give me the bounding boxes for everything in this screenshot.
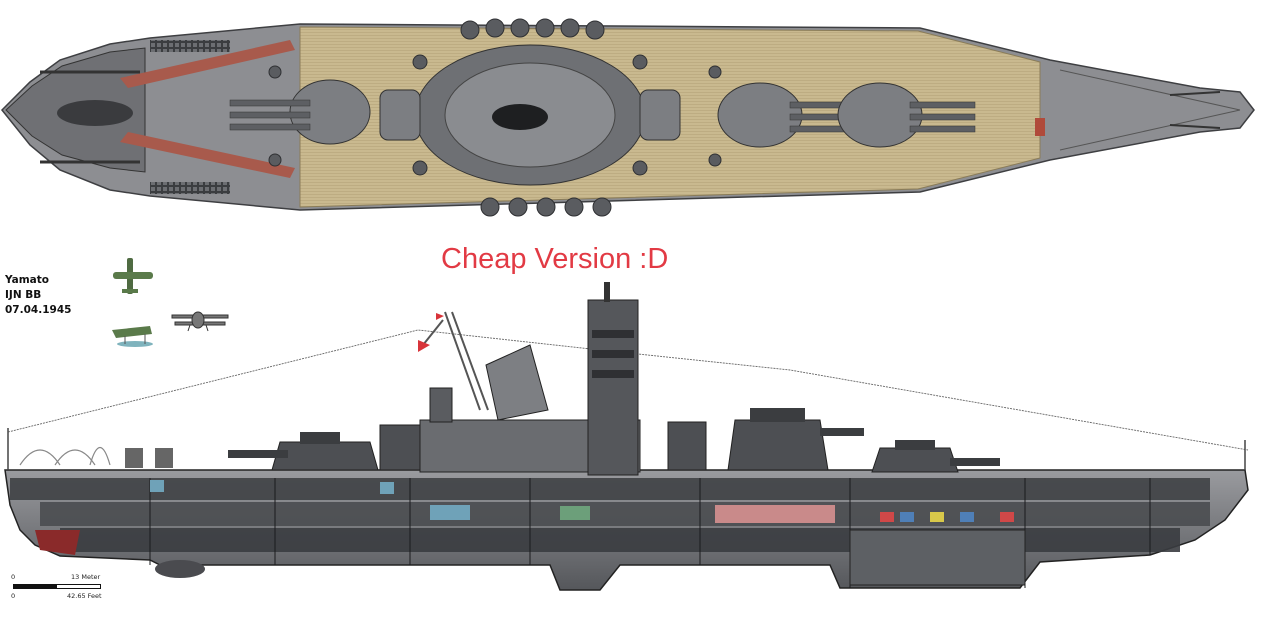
main-turret-fwd2-side (871, 440, 1000, 473)
bow-line-upper (1059, 69, 1241, 111)
main-turret-fwd1-top (717, 82, 861, 148)
ship-type: IJN BB (5, 289, 42, 301)
deck-grid-upper (150, 40, 230, 52)
magazine-compartment (849, 529, 1026, 586)
main-turret-fwd2-top (837, 82, 976, 148)
scale-bar-graphic (13, 584, 101, 589)
seaplane-side-icon (112, 326, 153, 347)
deck-level-2 (40, 502, 1210, 526)
rigging-wire (7, 329, 1249, 451)
ship-info: Yamato IJN BB 07.04.1945 (5, 273, 71, 318)
flag-stern (418, 340, 430, 352)
biplane-icon (171, 311, 229, 332)
aircraft-icons (112, 258, 229, 347)
red-stripe-lower (120, 132, 295, 178)
scale-bar: 0 13 Meter 0 42.65 Feet (11, 573, 102, 603)
bow-red-marker (1035, 118, 1045, 136)
top-view (0, 18, 1255, 217)
bow-line-lower (1059, 109, 1241, 151)
secondary-turret-aft (379, 424, 421, 471)
flag-top (436, 313, 444, 320)
scale-feet: 42.65 Feet (67, 592, 102, 600)
scale-meters: 13 Meter (71, 573, 101, 581)
aa-gun-tubs-top (268, 18, 722, 217)
main-turret-fwd1-side (727, 408, 864, 471)
propeller-shaft (155, 560, 205, 578)
main-turret-aft-side (228, 432, 379, 471)
scale-zero-bottom: 0 (11, 592, 16, 600)
stern-ventilator-2 (155, 448, 173, 468)
red-stripe-upper (120, 40, 295, 88)
stern-catapults-side (19, 446, 111, 466)
aircraft-crane (422, 311, 489, 411)
ship-name: Yamato (5, 274, 49, 286)
red-compartment (715, 505, 835, 523)
crane-stern (57, 100, 133, 126)
bow-anchor-upper (1169, 91, 1221, 96)
stern-ventilator-1 (125, 448, 143, 468)
secondary-turret-fwd (667, 421, 707, 471)
superstructure-side (379, 282, 707, 476)
ship-date: 07.04.1945 (5, 304, 72, 316)
aft-director (429, 387, 453, 423)
superstructure-top (379, 44, 681, 186)
scale-zero-top: 0 (11, 573, 16, 581)
main-tower (587, 299, 639, 476)
main-turret-aft-top (229, 79, 371, 145)
deck-level-1 (10, 478, 1210, 500)
caption-text: Cheap Version :D (441, 243, 669, 275)
stern-red-hull (35, 530, 80, 555)
side-view (4, 282, 1249, 591)
machinery-blocks (150, 480, 1014, 522)
bow-anchor-lower (1169, 124, 1221, 129)
seaplane-topview-icon (113, 258, 153, 294)
deck-grid-lower (150, 182, 230, 194)
